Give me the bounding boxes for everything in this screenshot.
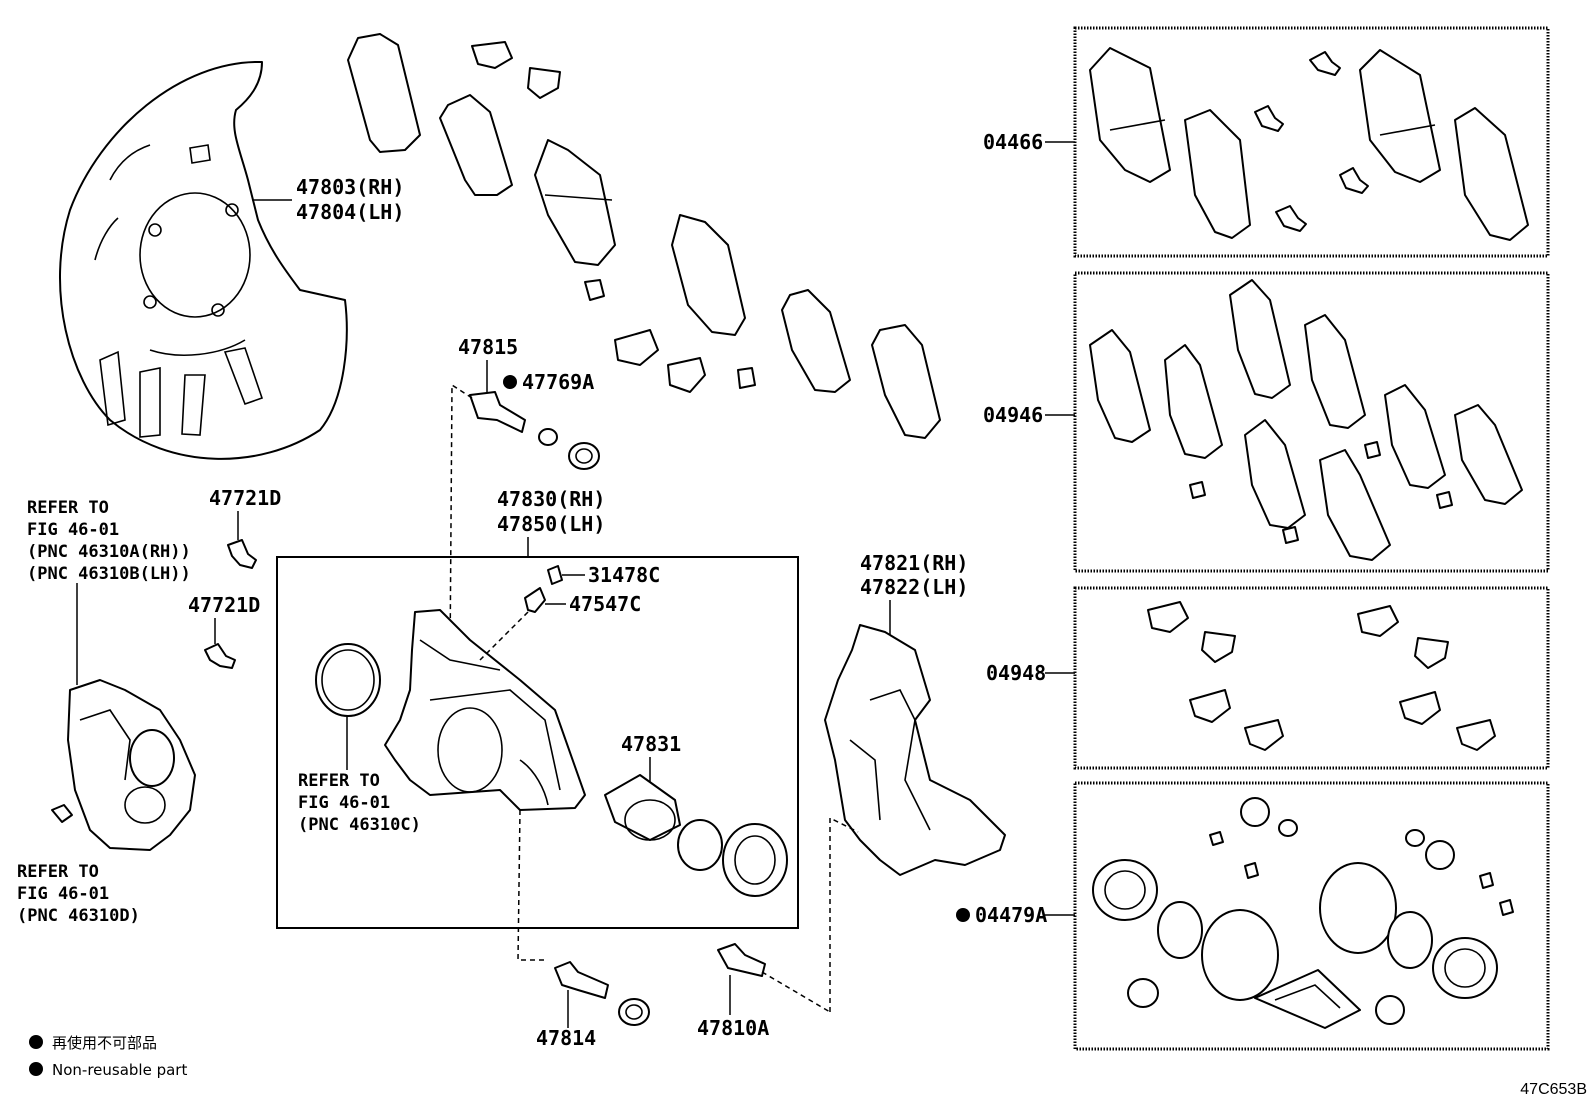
label-47810A: 47810A xyxy=(697,1016,769,1040)
label-47831: 47831 xyxy=(621,732,681,756)
bolt-47721D-2 xyxy=(204,643,236,669)
label-47814: 47814 xyxy=(536,1026,596,1050)
guide-pin-47815 xyxy=(469,391,600,470)
refer-3-line-3: (PNC 46310D) xyxy=(17,906,140,926)
legend-bullet-jp xyxy=(29,1035,43,1049)
kit-box-04946 xyxy=(1073,271,1550,573)
caliper-body-drawing xyxy=(384,609,586,811)
label-47769A: 47769A xyxy=(522,370,594,394)
refer-2-line-1: REFER TO xyxy=(298,771,380,791)
kit-04466-drawing xyxy=(1089,47,1529,241)
kit-04479A-drawing xyxy=(1092,797,1514,1029)
label-47547C: 47547C xyxy=(569,592,641,616)
legend-bullet-en xyxy=(29,1062,43,1076)
label-47850: 47850(LH) xyxy=(497,512,605,536)
label-04946: 04946 xyxy=(983,403,1043,427)
bolt-47810A xyxy=(717,943,766,977)
kit-04946-drawing xyxy=(1089,279,1523,561)
kit-box-04948 xyxy=(1073,586,1550,770)
bolt-47721D-1 xyxy=(227,539,257,569)
refer-3-line-2: FIG 46-01 xyxy=(17,884,109,904)
rear-caliper-refer-drawing xyxy=(51,679,196,851)
refer-1-line-2: FIG 46-01 xyxy=(27,520,119,540)
mounting-bracket-drawing xyxy=(824,624,1006,876)
pads-and-shims-strip xyxy=(347,33,941,439)
refer-2-line-3: (PNC 46310C) xyxy=(298,815,421,835)
label-47815: 47815 xyxy=(458,335,518,359)
label-47803: 47803(RH) xyxy=(296,175,404,199)
label-31478C: 31478C xyxy=(588,563,660,587)
label-47721D-2: 47721D xyxy=(188,593,260,617)
bleeder-cap xyxy=(547,565,563,585)
non-reusable-mark xyxy=(956,908,970,922)
label-04466: 04466 xyxy=(983,130,1043,154)
label-47804: 47804(LH) xyxy=(296,200,404,224)
kit-04948-drawing xyxy=(1147,601,1496,751)
label-47830: 47830(RH) xyxy=(497,487,605,511)
label-47822: 47822(LH) xyxy=(860,575,968,599)
refer-1-line-1: REFER TO xyxy=(27,498,109,518)
refer-1-line-3: (PNC 46310A(RH)) xyxy=(27,542,191,562)
caliper-assembly-box xyxy=(276,556,799,929)
label-04948: 04948 xyxy=(986,661,1046,685)
dust-shield-drawing xyxy=(59,60,348,460)
refer-2-line-2: FIG 46-01 xyxy=(298,793,390,813)
label-04479A: 04479A xyxy=(975,903,1047,927)
bleeder-plug xyxy=(524,587,546,613)
piston-47831 xyxy=(604,774,788,897)
legend-jp: 再使用不可部品 xyxy=(52,1034,157,1052)
label-47821: 47821(RH) xyxy=(860,551,968,575)
label-47721D-1: 47721D xyxy=(209,486,281,510)
legend-en: Non-reusable part xyxy=(52,1061,187,1079)
refer-1-line-4: (PNC 46310B(LH)) xyxy=(27,564,191,584)
piston-seal-ring xyxy=(315,643,381,717)
kit-box-04479A xyxy=(1073,781,1550,1051)
bolt-47814 xyxy=(554,961,650,1026)
non-reusable-mark xyxy=(503,375,517,389)
refer-3-line-1: REFER TO xyxy=(17,862,99,882)
figure-code: 47C653B xyxy=(1520,1081,1587,1098)
